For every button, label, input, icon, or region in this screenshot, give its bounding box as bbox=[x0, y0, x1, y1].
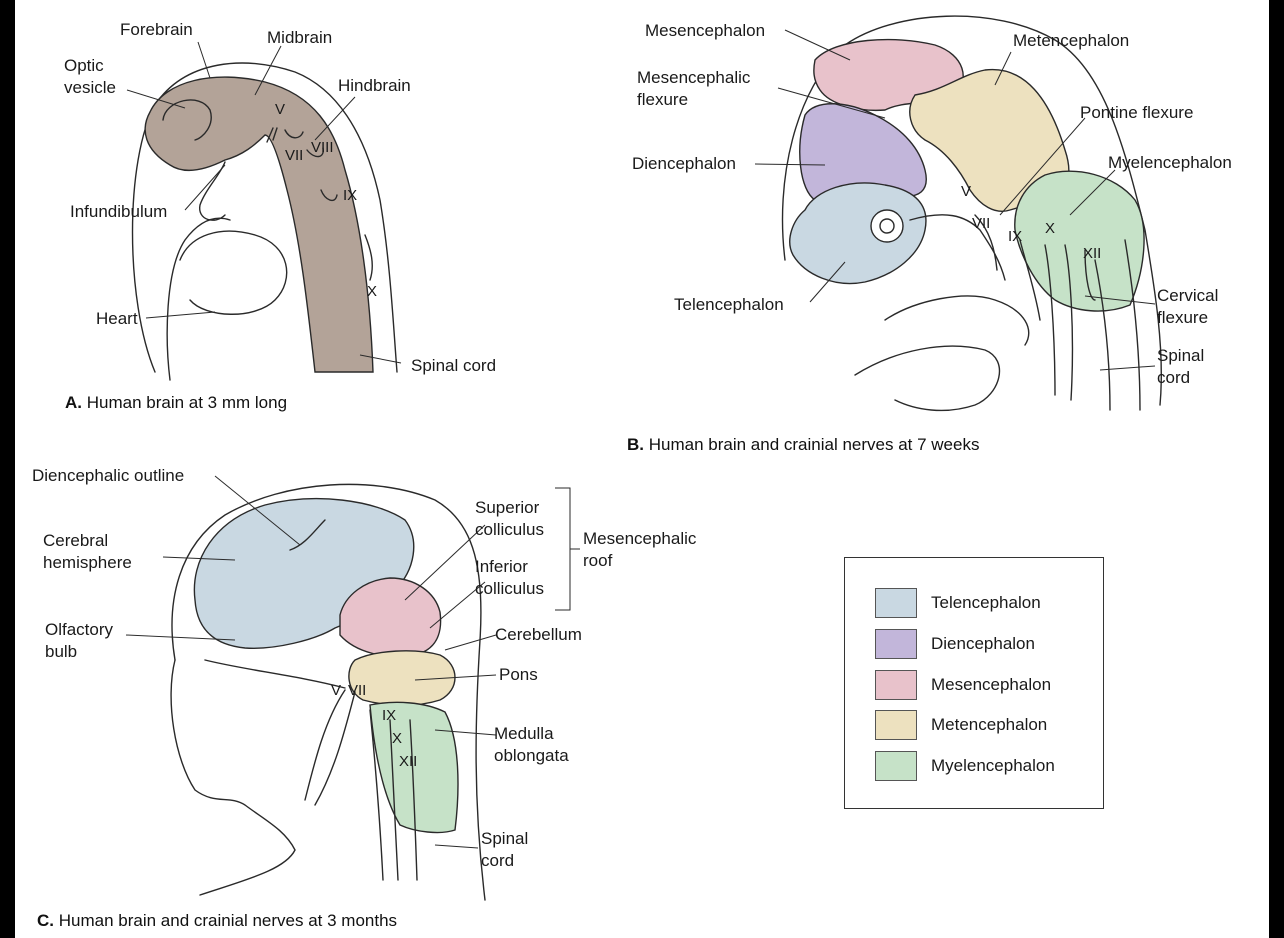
label-pons: Pons bbox=[499, 665, 538, 684]
diencephalon-b bbox=[799, 103, 927, 201]
panel-a-brain-tube bbox=[144, 76, 374, 373]
legend-label: Mesencephalon bbox=[931, 675, 1052, 694]
panel-b-outer-outline bbox=[781, 15, 1162, 406]
heart-shape bbox=[179, 230, 288, 315]
numeral-vii-c: VII bbox=[348, 682, 367, 699]
numeral-vii-b: VII bbox=[972, 215, 991, 232]
face-outline-c bbox=[170, 659, 296, 896]
label-cerebral-hemisphere: Cerebral hemisphere bbox=[43, 531, 132, 572]
panel-c-embryo bbox=[170, 483, 486, 901]
label-cervical-flexure: Cervical flexure bbox=[1157, 286, 1219, 327]
label-midbrain: Midbrain bbox=[267, 28, 333, 47]
panel-b-embryo bbox=[781, 15, 1162, 412]
legend-swatch-myelencephalon bbox=[875, 751, 917, 781]
nerve-v-a bbox=[266, 127, 278, 143]
label-mesencephalon-b: Mesencephalon bbox=[645, 21, 766, 40]
diencephalic-outline-curve bbox=[289, 519, 326, 551]
nerve-trunks-b bbox=[909, 214, 1096, 401]
numeral-vii-a: VII bbox=[285, 147, 304, 164]
numeral-v-c: V bbox=[331, 682, 342, 699]
heart-outline bbox=[166, 217, 231, 381]
legend-label: Diencephalon bbox=[931, 634, 1035, 653]
numeral-xii-b: XII bbox=[1083, 245, 1102, 262]
caption-c-letter: C. bbox=[37, 911, 54, 930]
label-medulla-oblongata: Medulla oblongata bbox=[494, 724, 569, 765]
numeral-x-b: X bbox=[1045, 220, 1056, 237]
legend-swatch-diencephalon bbox=[875, 629, 917, 659]
legend-swatch-metencephalon bbox=[875, 710, 917, 740]
legend-label: Telencephalon bbox=[931, 593, 1041, 612]
label-spinal-cord-b: Spinal cord bbox=[1157, 346, 1205, 387]
numeral-ix-c: IX bbox=[382, 707, 397, 724]
numeral-ix-b: IX bbox=[1008, 228, 1023, 245]
numeral-ix-a: IX bbox=[343, 187, 358, 204]
caption-b-text: Human brain and crainial nerves at 7 wee… bbox=[648, 435, 980, 454]
legend-label: Metencephalon bbox=[931, 715, 1048, 734]
legend-label: Myelencephalon bbox=[931, 756, 1055, 775]
panel-c-head-outline bbox=[171, 483, 486, 901]
infundibulum-shape bbox=[199, 161, 226, 221]
panel-a-embryo bbox=[131, 62, 398, 381]
myelencephalon-c bbox=[369, 701, 459, 834]
color-legend: Telencephalon Diencephalon Mesencephalon… bbox=[844, 557, 1104, 809]
illustration bbox=[125, 15, 1162, 901]
nerve-x-a bbox=[364, 234, 373, 281]
label-diencephalon-b: Diencephalon bbox=[632, 154, 736, 173]
label-hindbrain: Hindbrain bbox=[338, 76, 411, 95]
eye-b bbox=[870, 209, 904, 243]
label-mesencephalic-roof: Mesencephalic roof bbox=[583, 529, 697, 570]
nerve-vii-viii-a bbox=[284, 129, 324, 158]
caption-b: B. Human brain and crainial nerves at 7 … bbox=[627, 435, 979, 455]
numeral-v-a: V bbox=[275, 101, 286, 118]
caption-c: C. Human brain and crainial nerves at 3 … bbox=[37, 911, 397, 931]
numeral-xii-c: XII bbox=[399, 753, 418, 770]
caption-a-letter: A. bbox=[65, 393, 82, 412]
nerve-trunks-c bbox=[204, 659, 418, 881]
caption-b-letter: B. bbox=[627, 435, 644, 454]
label-diencephalic-outline: Diencephalic outline bbox=[32, 466, 185, 485]
lower-jaw-b bbox=[854, 295, 1030, 412]
panel-a-outer-outline bbox=[131, 62, 398, 373]
caption-a: A. Human brain at 3 mm long bbox=[65, 393, 287, 413]
caption-c-text: Human brain and crainial nerves at 3 mon… bbox=[58, 911, 398, 930]
label-superior-colliculus: Superior colliculus bbox=[475, 498, 544, 539]
label-optic-vesicle: Optic vesicle bbox=[64, 56, 116, 97]
legend-swatch-mesencephalon bbox=[875, 670, 917, 700]
label-telencephalon-b: Telencephalon bbox=[674, 295, 784, 314]
label-spinal-cord-a: Spinal cord bbox=[411, 356, 497, 375]
figure-panel: Forebrain Midbrain Optic vesicle Hindbra… bbox=[15, 0, 1269, 938]
label-forebrain: Forebrain bbox=[120, 20, 193, 39]
numeral-viii-a: VIII bbox=[311, 139, 334, 156]
label-olfactory-bulb: Olfactory bulb bbox=[45, 620, 114, 661]
label-myelencephalon-b: Myelencephalon bbox=[1108, 153, 1232, 172]
label-spinal-cord-c: Spinal cord bbox=[481, 829, 529, 870]
label-mesencephalic-flexure: Mesencephalic flexure bbox=[637, 68, 751, 109]
telencephalon-b bbox=[789, 182, 927, 285]
legend-swatch-telencephalon bbox=[875, 588, 917, 618]
leader-lines bbox=[125, 29, 1156, 849]
label-pontine-flexure: Pontine flexure bbox=[1080, 103, 1194, 122]
label-inferior-colliculus: Inferior colliculus bbox=[475, 557, 544, 598]
spinal-cord-b bbox=[1094, 239, 1141, 411]
numeral-x-a: X bbox=[367, 283, 378, 300]
eye-b-inner bbox=[879, 218, 895, 234]
label-heart: Heart bbox=[96, 309, 138, 328]
numeral-v-b: V bbox=[961, 183, 972, 200]
nerve-ix-a bbox=[320, 189, 338, 202]
caption-a-text: Human brain at 3 mm long bbox=[86, 393, 288, 412]
optic-vesicle-shape bbox=[162, 99, 212, 141]
label-cerebellum: Cerebellum bbox=[495, 625, 582, 644]
numeral-x-c: X bbox=[392, 730, 403, 747]
label-metencephalon-b: Metencephalon bbox=[1013, 31, 1130, 50]
label-infundibulum: Infundibulum bbox=[70, 202, 168, 221]
